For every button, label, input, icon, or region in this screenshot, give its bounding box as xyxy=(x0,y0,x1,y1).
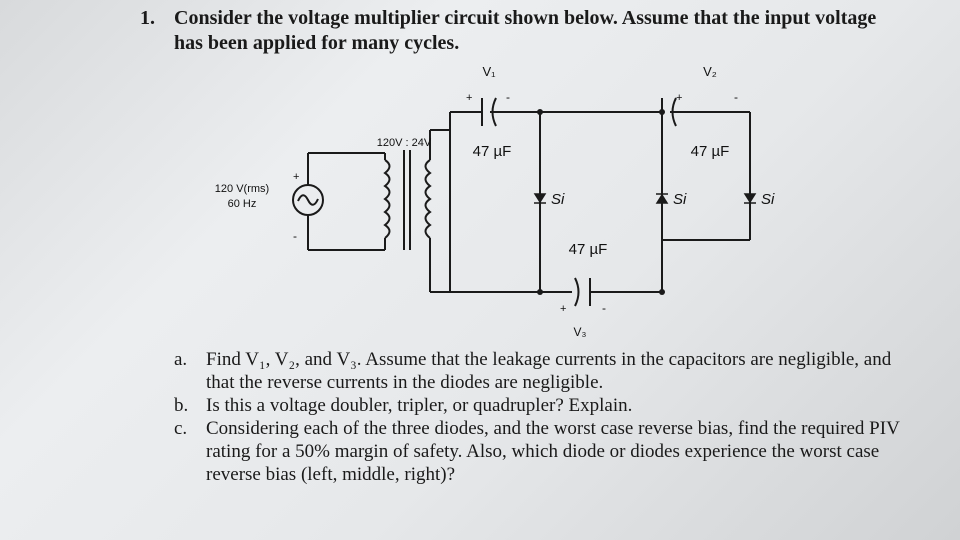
ac-source-icon xyxy=(292,184,324,216)
question-part-a: a. Find V₁, V₂, and V₃. Assume that the … xyxy=(174,348,914,394)
source-frequency-label: 60 Hz xyxy=(228,198,257,210)
diode-1-icon xyxy=(533,193,547,204)
diode-3-icon xyxy=(743,193,757,204)
question-part-b: b. Is this a voltage doubler, tripler, o… xyxy=(174,394,914,417)
capacitor-2-value: 47 µF xyxy=(691,143,730,160)
capacitor-3-plus-sign: + xyxy=(560,303,566,315)
capacitor-1-minus-sign: - xyxy=(506,90,510,104)
source-minus-sign: - xyxy=(293,229,297,243)
capacitor-3-value: 47 µF xyxy=(569,241,608,258)
capacitor-3-curved-plate xyxy=(574,277,580,307)
junction-dot xyxy=(537,109,543,115)
capacitor-2-plus-sign: + xyxy=(676,92,682,104)
question-part-c: c. Considering each of the three diodes,… xyxy=(174,417,914,486)
diode-1-label: Si xyxy=(551,191,565,208)
transformer-ratio-label: 120V : 24V xyxy=(377,137,432,149)
capacitor-3-voltage-label: V₃ xyxy=(574,325,587,339)
diode-2-label: Si xyxy=(673,191,687,208)
diode-2-icon xyxy=(655,193,669,204)
sine-wave-icon xyxy=(297,194,319,206)
junction-dot xyxy=(659,109,665,115)
part-letter: a. xyxy=(174,349,188,370)
diode-3-label: Si xyxy=(761,191,775,208)
part-text: Find V₁, V₂, and V₃. Assume that the lea… xyxy=(206,349,892,393)
capacitor-1-voltage-label: V₁ xyxy=(482,64,496,79)
source-voltage-label: 120 V(rms) xyxy=(215,183,269,195)
junction-dot xyxy=(659,289,665,295)
capacitor-1-plus-sign: + xyxy=(466,92,472,104)
question-text: Consider the voltage multiplier circuit … xyxy=(174,7,877,54)
transformer-secondary-coil xyxy=(424,159,432,239)
capacitor-3-minus-sign: - xyxy=(602,301,606,315)
part-text: Is this a voltage doubler, tripler, or q… xyxy=(206,395,633,416)
transformer-primary-coil xyxy=(383,159,391,239)
part-text: Considering each of the three diodes, an… xyxy=(206,418,900,485)
source-plus-sign: + xyxy=(293,171,299,183)
question-parts-list: a. Find V₁, V₂, and V₃. Assume that the … xyxy=(174,348,914,486)
question-number: 1. xyxy=(140,7,155,29)
part-letter: b. xyxy=(174,395,189,416)
part-letter: c. xyxy=(174,418,188,439)
capacitor-2-voltage-label: V₂ xyxy=(703,64,717,79)
junction-dot xyxy=(537,289,543,295)
capacitor-2-minus-sign: - xyxy=(734,90,738,104)
capacitor-1-value: 47 µF xyxy=(473,143,512,160)
